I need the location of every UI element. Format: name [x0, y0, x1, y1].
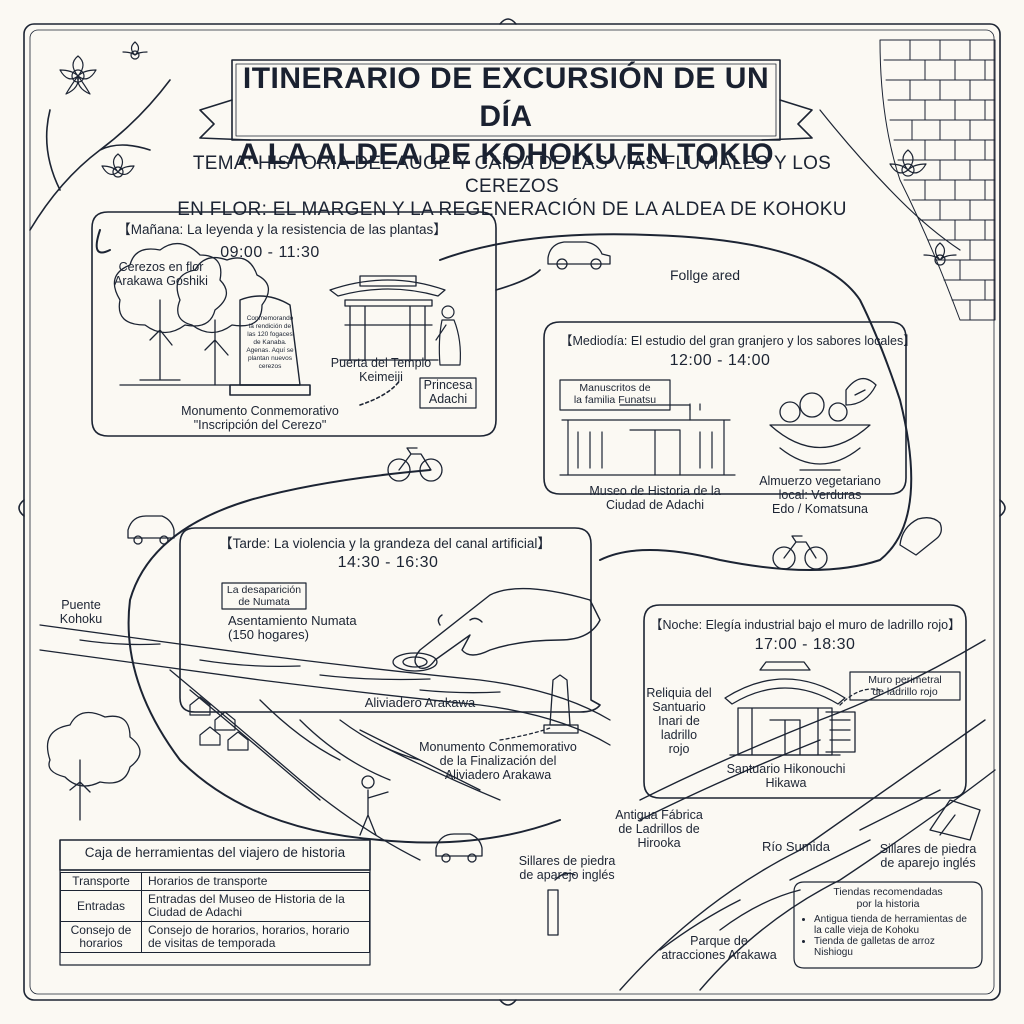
toolbox-table: Transporte Horarios de transporte Entrad… [60, 872, 370, 953]
numata-settlement-label: Asentamiento Numata (150 hogares) [228, 613, 357, 642]
theme-line-1: TEMA: HISTORIA DEL AUGE Y CAÍDA DE LAS V… [192, 153, 832, 197]
toolbox-value: Horarios de transporte [141, 872, 370, 891]
cherry-label: Cerezos en flor Arakawa Goshiki [114, 260, 208, 288]
shops-title: Tiendas recomendadas por la historia [833, 886, 943, 910]
kohoku-bridge-label: Puente Kohoku [59, 598, 103, 626]
route-path [95, 229, 913, 844]
spillway-label: Aliviadero Arakawa [364, 695, 476, 710]
ashlar-right-label: Sillares de piedra de aparejo inglés [879, 842, 977, 870]
spillway-monument-label: Monumento Conmemorativo de la Finalizaci… [419, 740, 577, 782]
list-item: Tienda de galletas de arroz Nishiogu [814, 936, 976, 958]
amusement-park-label: Parque de atracciones Arakawa [661, 934, 777, 962]
shops-list: Antigua tienda de herramientas de la cal… [800, 914, 976, 958]
numata-houses [189, 696, 249, 751]
morning-heading: 【Mañana: La leyenda y la resistencia de … [117, 222, 447, 237]
stone-inscription: Conmemorando la rendición de las 120 fog… [246, 315, 294, 370]
toolbox-value: Consejo de horarios, horarios, horario d… [141, 921, 370, 953]
temple-gate-label: Puerta del Templo Keimeiji [330, 356, 432, 384]
midday-bubble [543, 321, 907, 495]
toolbox-key: Entradas [60, 890, 142, 922]
page-title: ITINERARIO DE EXCURSIÓN DE UN DÍA A LA A… [232, 52, 780, 171]
theme-line-2: EN FLOR: EL MARGEN Y LA REGENERACIÓN DE … [177, 199, 847, 220]
brick-wall-label: Muro perimetral de ladrillo rojo [868, 674, 942, 698]
sumida-river [619, 639, 996, 991]
toolbox-value: Entradas del Museo de Historia de la Ciu… [141, 890, 370, 922]
table-row: Consejo de horarios Consejo de horarios,… [60, 921, 370, 953]
list-item: Antigua tienda de herramientas de la cal… [814, 914, 976, 936]
afternoon-bubble [179, 527, 601, 713]
table-row: Entradas Entradas del Museo de Historia … [60, 890, 370, 922]
night-time: 17:00 - 18:30 [754, 636, 856, 653]
toolbox-key: Transporte [60, 872, 142, 891]
shrine-label: Santuario Hikonouchi Hikawa [726, 762, 846, 790]
princess-label: Princesa Adachi [423, 378, 473, 406]
title-banner [199, 59, 813, 141]
night-bubble [643, 604, 967, 799]
spillway [39, 624, 611, 861]
sumida-river-label: Río Sumida [762, 839, 830, 854]
midday-time: 12:00 - 14:00 [669, 352, 771, 369]
person [359, 775, 389, 836]
stone-block [929, 799, 981, 841]
route-label: Follge ared [669, 267, 741, 283]
toolbox-key: Consejo de horarios [60, 921, 142, 953]
tree-bottom-left [46, 711, 141, 821]
title-line-1: ITINERARIO DE EXCURSIÓN DE UN DÍA [242, 62, 770, 133]
disappearance-label: La desaparición de Numata [226, 584, 302, 608]
night-heading: 【Noche: Elegía industrial bajo el muro d… [650, 618, 961, 632]
toolbox-title: Caja de herramientas del viajero de hist… [84, 845, 346, 860]
ashlar-left-label: Sillares de piedra de aparejo inglés [518, 854, 616, 882]
midday-heading: 【Mediodía: El estudio del gran granjero … [560, 334, 916, 348]
manuscripts-label: Manuscritos de la familia Funatsu [573, 382, 657, 406]
cherry-branch-right [819, 109, 961, 266]
cherry-branch-left [29, 41, 171, 231]
table-row: Transporte Horarios de transporte [60, 872, 370, 891]
afternoon-heading: 【Tarde: La violencia y la grandeza del c… [219, 536, 551, 551]
museum-label: Museo de Historia de la Ciudad de Adachi [589, 484, 721, 512]
cherry-monument-label: Monumento Conmemorativo "Inscripción del… [181, 404, 339, 432]
spillway-monument [499, 674, 579, 741]
page-frame [18, 18, 1006, 1006]
shops-frame [793, 881, 983, 969]
morning-time: 09:00 - 11:30 [220, 244, 320, 261]
inari-relic-label: Reliquia del Santuario Inari de ladrillo… [646, 686, 712, 756]
title-line-2: A LA ALDEA DE KOHOKU EN TOKIO [237, 138, 775, 171]
brick-wall [879, 39, 996, 321]
morning-bubble [91, 211, 541, 437]
brick-factory-label: Antigua Fábrica de Ladrillos de Hirooka [615, 808, 703, 850]
lunch-label: Almuerzo vegetariano local: Verduras Edo… [759, 474, 881, 516]
vehicles [127, 241, 942, 863]
afternoon-time: 14:30 - 16:30 [337, 554, 439, 571]
theme-subtitle: TEMA: HISTORIA DEL AUGE Y CAÍDA DE LAS V… [150, 152, 874, 221]
chimney [547, 872, 576, 936]
